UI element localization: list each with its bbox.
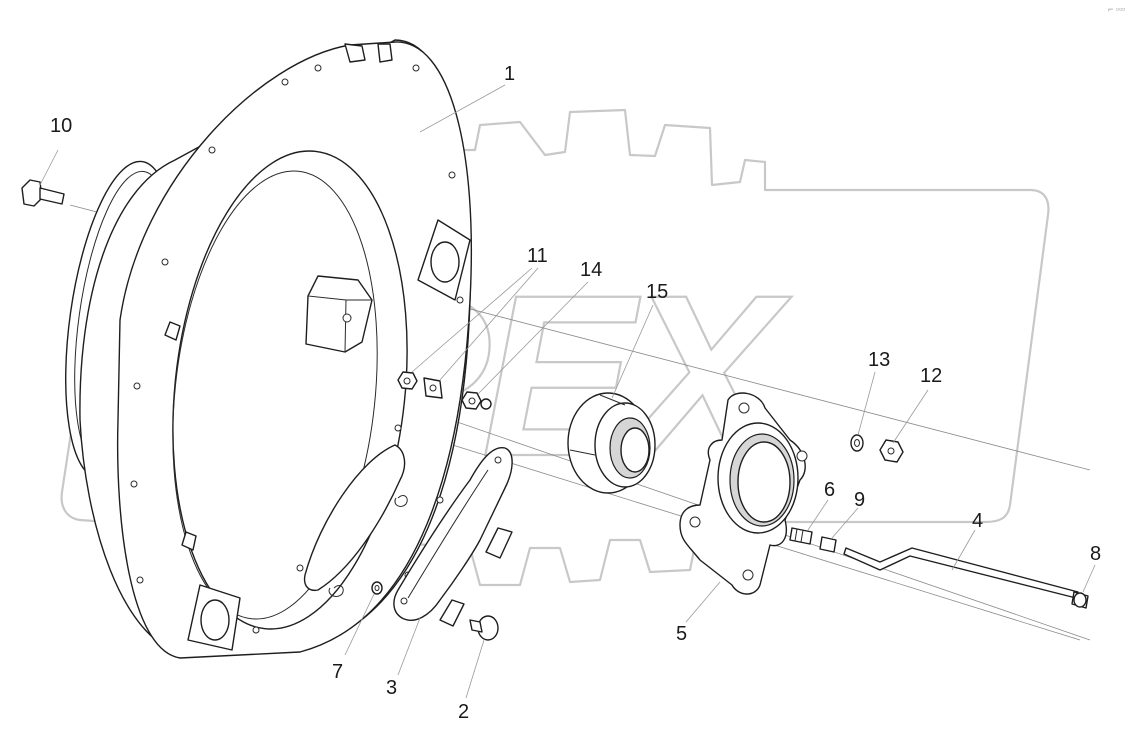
part-6-grease-fitting bbox=[789, 527, 813, 545]
part-13-washer bbox=[850, 434, 864, 452]
callout-14: 14 bbox=[580, 259, 602, 281]
callout-12: 12 bbox=[920, 365, 942, 387]
callout-7: 7 bbox=[332, 661, 343, 683]
callout-10: 10 bbox=[50, 115, 72, 137]
part-10-bolt bbox=[21, 179, 65, 207]
part-14-nut bbox=[461, 391, 492, 410]
part-12-nut bbox=[879, 439, 904, 463]
part-8-end-cap bbox=[1071, 591, 1089, 609]
callout-8: 8 bbox=[1090, 543, 1101, 565]
callout-6: 6 bbox=[824, 479, 835, 501]
part-2-pin bbox=[469, 615, 499, 641]
part-9-coupling bbox=[819, 536, 837, 553]
callout-4: 4 bbox=[972, 510, 983, 532]
callout-3: 3 bbox=[386, 677, 397, 699]
callout-11: 11 bbox=[527, 245, 548, 267]
part-7-washer bbox=[371, 581, 383, 595]
callout-labels: 1 10 11 14 15 13 12 6 9 4 8 5 7 3 2 bbox=[50, 63, 1101, 723]
callout-9: 9 bbox=[854, 489, 865, 511]
leader-lines bbox=[39, 84, 1096, 699]
callout-2: 2 bbox=[458, 701, 469, 723]
callout-15: 15 bbox=[646, 281, 668, 303]
corner-mark: ⌐ ▫▫▫ bbox=[1108, 4, 1125, 14]
part-11-nut-washer bbox=[397, 371, 443, 399]
callout-1: 1 bbox=[504, 63, 515, 85]
part-5-bearing-housing bbox=[679, 392, 808, 595]
part-1-flange-housing bbox=[65, 39, 473, 659]
part-3-latch-plate bbox=[393, 447, 513, 627]
callout-5: 5 bbox=[676, 623, 687, 645]
callout-13: 13 bbox=[868, 349, 890, 371]
part-15-bearing bbox=[567, 392, 656, 494]
part-4-tube bbox=[843, 547, 1079, 599]
